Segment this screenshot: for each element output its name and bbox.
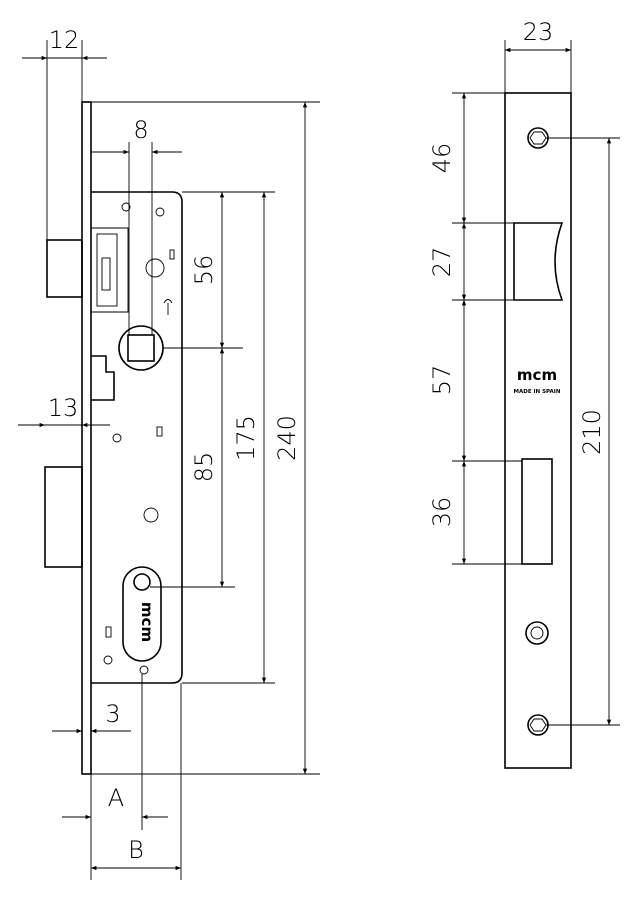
lock-case — [91, 191, 183, 684]
faceplate-front-view: mcm MADE IN SPAIN 23 46 27 57 36 210 — [428, 18, 620, 769]
cylinder-escutcheon — [122, 566, 162, 662]
dim-13: 13 — [48, 394, 79, 422]
dim-85: 85 — [190, 452, 218, 483]
dim-240: 240 — [273, 415, 301, 461]
follower-square — [127, 334, 155, 362]
dim-8: 8 — [133, 116, 148, 144]
faceplate-fixing — [525, 621, 549, 645]
dimension-lines-left — [18, 40, 320, 880]
dim-56: 56 — [190, 255, 218, 286]
latch-mechanism — [91, 227, 129, 313]
dim-3: 3 — [105, 700, 120, 728]
dim-12: 12 — [49, 26, 80, 54]
dead-bolt — [44, 466, 83, 568]
faceplate-brand: mcm — [517, 366, 557, 384]
top-screw — [527, 127, 549, 149]
bottom-screw — [527, 714, 549, 736]
dim-210: 210 — [578, 409, 606, 455]
dimension-lines-right — [452, 40, 620, 726]
follower-hub — [118, 325, 164, 371]
hole-2 — [155, 207, 165, 217]
dim-46: 46 — [428, 143, 456, 174]
latch-bolt — [46, 239, 83, 298]
dim-b: B — [128, 836, 144, 864]
faceplate-edge — [81, 101, 92, 775]
faceplate-front — [504, 92, 572, 769]
keyhole-mark — [163, 299, 173, 315]
dim-36: 36 — [428, 497, 456, 528]
guide-block — [91, 355, 115, 401]
escutcheon-logo: mcm — [138, 602, 156, 642]
dim-27: 27 — [428, 247, 456, 278]
hole-1 — [121, 202, 131, 212]
dim-175: 175 — [232, 415, 260, 461]
cylinder-cam — [133, 573, 151, 591]
dim-57: 57 — [428, 365, 456, 396]
dim-a: A — [108, 784, 124, 812]
hole-3 — [145, 258, 165, 278]
bolt-opening — [521, 458, 553, 565]
latch-opening — [513, 222, 564, 301]
lock-body-side-view: mcm — [18, 26, 320, 880]
made-in-label: MADE IN SPAIN — [514, 389, 561, 395]
dim-23: 23 — [523, 18, 554, 46]
